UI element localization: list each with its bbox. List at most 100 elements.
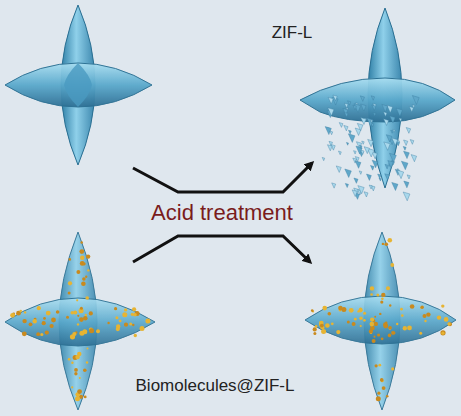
heading-label: ZIF-L	[272, 23, 313, 43]
biomolecule	[77, 315, 79, 317]
biomolecule	[426, 312, 430, 316]
biomolecule	[319, 323, 323, 327]
crystal-fragment	[354, 151, 357, 154]
biomolecule	[370, 322, 375, 327]
biomolecule	[358, 308, 362, 312]
crystal-fragment	[404, 140, 408, 145]
biomolecule	[43, 317, 46, 320]
biomolecule	[338, 306, 343, 311]
biomolecule	[77, 323, 79, 325]
crystal-fragment	[406, 127, 410, 133]
biomolecule	[76, 299, 78, 301]
biomolecule	[389, 304, 391, 306]
zif-l-crystal-broken	[300, 8, 455, 201]
heading-label: Biomolecules@ZIF-L	[136, 376, 295, 396]
biomolecule	[84, 396, 87, 399]
crystal-fragment	[390, 116, 396, 123]
crystal-fragment	[397, 170, 404, 179]
crystal-fragment	[356, 146, 362, 154]
biomolecule	[396, 323, 398, 325]
crystal-fragment	[379, 178, 381, 181]
crystal-fragment	[384, 142, 390, 150]
crystal-fragment	[410, 140, 414, 145]
biomolecule	[370, 293, 373, 296]
biomolecule	[403, 326, 407, 330]
biomolecule	[70, 334, 75, 339]
biomolecule	[74, 368, 78, 372]
crystal-fragment	[407, 175, 410, 179]
crystal-fragment	[384, 119, 389, 126]
biomolecule	[79, 249, 84, 254]
biomolecule	[69, 258, 72, 261]
biomolecule	[42, 321, 46, 325]
biomolecule	[322, 306, 327, 311]
biomolecule	[347, 321, 350, 324]
crystal-fragment	[403, 146, 406, 150]
crystal-fragment	[368, 139, 374, 146]
biomolecule	[36, 332, 40, 336]
biomolecule	[114, 307, 117, 310]
biomolecule	[376, 294, 379, 297]
biomolecule	[377, 333, 380, 336]
biomolecule	[75, 355, 80, 360]
biomolecule	[10, 313, 15, 318]
biomolecule	[79, 377, 81, 379]
biomolecule	[119, 320, 122, 323]
biomolecule	[311, 309, 314, 312]
biomolecule	[421, 306, 424, 309]
crystal-fragment	[392, 138, 398, 146]
biomolecule	[376, 396, 381, 401]
crystal-fragment	[392, 182, 398, 190]
crystal-fragment	[333, 95, 337, 101]
crystal-fragment	[327, 145, 332, 151]
crystal-fragment	[378, 174, 381, 178]
crystal-fragment	[386, 135, 392, 142]
biomolecule	[388, 238, 393, 243]
crystal-fragment	[347, 101, 350, 105]
biomolecule	[140, 326, 145, 331]
biomolecule	[401, 314, 404, 317]
crystal-fragment	[336, 166, 341, 173]
biomolecule	[392, 331, 395, 334]
biomolecule	[374, 322, 378, 326]
biomolecule	[437, 315, 441, 319]
biomolecule	[360, 325, 362, 327]
crystal-fragment	[399, 118, 402, 122]
biomolecule	[82, 277, 86, 281]
crystal-fragment	[344, 113, 347, 118]
biomolecule	[321, 329, 326, 334]
crystal-fragment	[332, 183, 336, 188]
crystal-fragment	[345, 183, 348, 187]
crystal-fragment	[403, 192, 410, 201]
crystal-fragment	[393, 129, 395, 132]
biomolecule	[386, 286, 390, 290]
crystal-fragment	[412, 96, 419, 105]
biomolecule	[382, 386, 386, 390]
crystal-fragment	[346, 142, 348, 145]
biomolecule	[391, 331, 395, 335]
crystal-fragment	[360, 96, 364, 102]
biomolecule	[444, 317, 449, 322]
biomolecule	[107, 322, 109, 324]
crystal-fragment	[373, 113, 375, 116]
crystal-fragment	[385, 174, 390, 180]
reaction-arrow	[133, 236, 310, 262]
biomolecule	[56, 310, 60, 314]
biomolecule	[80, 256, 84, 260]
biomolecule	[381, 337, 384, 340]
crystal-fragment	[352, 190, 357, 197]
crystal-fragment	[344, 103, 348, 108]
biomolecule	[85, 314, 87, 316]
biomolecule	[388, 326, 392, 330]
biomolecule	[390, 263, 394, 267]
biomolecule	[71, 362, 73, 364]
biomolecule	[380, 301, 383, 304]
biomolecule	[86, 254, 90, 258]
crystal-fragment	[367, 118, 373, 126]
biomolecule	[441, 304, 444, 307]
biomolecule	[419, 332, 422, 335]
biomolecule	[85, 276, 87, 278]
biomolecule	[74, 372, 77, 375]
biomolecule	[40, 333, 43, 336]
crystal-fragment	[366, 174, 371, 180]
